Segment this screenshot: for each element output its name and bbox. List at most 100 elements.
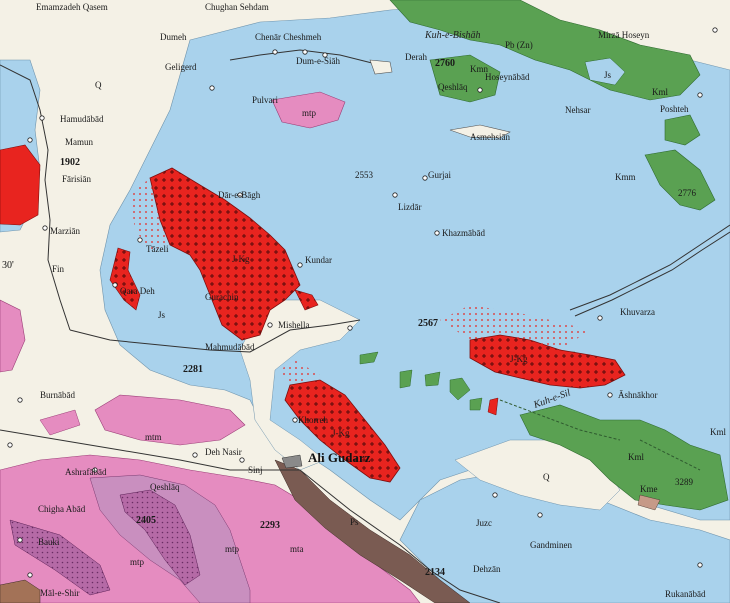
granite-body-khorreh [284,379,401,483]
place-label: 3289 [675,477,694,487]
js-inlier [584,57,626,86]
granite-small-west [294,289,319,311]
green-unit-kml-southeast [519,404,729,511]
place-label: Chigha Abād [38,504,86,514]
place-label: Fin [52,264,65,274]
place-label: Ashrafābād [65,467,107,477]
place-label: Khazmābād [442,228,485,238]
place-label: Qeshlāq [438,82,468,92]
place-label: mtp [302,108,317,118]
place-label: Tāzeli [146,244,169,254]
place-label: Kuh-e-Bishāh [424,30,481,41]
place-label: mtp [225,544,240,554]
place-label: Kmn [470,64,489,74]
place-label: Emamzadeh Qasem [36,2,108,12]
granite-dyke-west [109,247,141,311]
place-label: Pulvari [252,95,278,105]
purple-strip-west [9,519,111,596]
place-label: J-Kg [232,254,250,264]
brown-unit-ps [274,459,471,603]
place-label: J-Kg [332,428,350,438]
place-label: Mishella [278,320,310,330]
granite-far-west [0,144,41,226]
purple-dotted-lens [119,489,201,586]
place-label: Geligerd [165,62,197,72]
place-label: Sinj [248,465,263,475]
place-label: Khuvarza [620,307,655,317]
place-label: Nehsar [565,105,591,115]
place-label: Kundar [305,255,332,265]
place-label: Ali Gudarz [308,450,371,465]
place-label: Chughan Sehdam [205,2,269,12]
place-label: Gurjai [428,170,451,180]
place-label: Deh Nasir [205,447,242,457]
place-label: Dumeh [160,32,187,42]
place-label: Kml [710,427,727,437]
place-label: 2134 [425,567,445,578]
place-label: Hamudābād [60,114,104,124]
place-label: Asmehsiān [470,132,510,142]
granite-sliver [487,397,499,416]
green-lens-3 [424,371,441,387]
place-label: mta [290,544,304,554]
pink-lens-west [39,409,81,436]
place-label: Bauki [38,537,60,547]
place-label: Marziān [50,226,80,236]
place-label: Juzc [476,518,492,528]
aureole-khorreh [280,360,320,385]
green-lens-2 [399,369,413,389]
green-unit-east2 [664,114,701,146]
place-label: Poshteh [660,104,689,114]
place-label: 2567 [418,318,438,329]
place-label: 2553 [355,170,374,180]
dam-strip [449,124,511,139]
dam-strip-derah [369,59,393,75]
place-label: Mamun [65,137,93,147]
place-label: 1902 [60,157,80,168]
place-label: Dum-e-Siāh [296,56,340,66]
place-label: Kml [652,87,669,97]
place-label: 2776 [678,188,697,198]
place-label: Kml [628,452,645,462]
place-label: Ps [350,517,359,527]
green-lens-1 [359,351,379,365]
place-label: Dār-e-Bāgh [218,190,261,200]
place-label: Js [604,70,612,80]
place-label: Qara Deh [120,286,155,296]
lake-ali-gudarz [281,454,303,469]
place-label: 2293 [260,520,280,531]
aureole-east [440,305,590,350]
place-label: Kme [640,484,658,494]
place-label: J-Kg [510,354,528,364]
place-label: Q [95,80,102,90]
green-unit-east [644,149,716,211]
place-label: 2281 [183,364,203,375]
place-label: Mahmudābād [205,342,255,352]
place-label: 2760 [435,58,455,69]
place-label: Lizdār [398,202,421,212]
place-label: Js [158,310,166,320]
green-lens-4 [449,377,471,401]
place-label: Āshnākhor [618,390,658,400]
place-label: Rukanābād [665,589,706,599]
place-label: Hoseynābād [485,72,530,82]
place-label: mtp [130,557,145,567]
granite-body-northwest [149,167,301,341]
pink-unit-west [0,299,26,373]
alluvium-south [454,439,621,511]
pink-unit-mtm [94,394,246,446]
place-label: Q [543,472,550,482]
brown-unit-southwest [0,579,41,603]
place-label: 2405 [136,515,156,526]
place-label: Gurachin [205,292,239,302]
place-label: Dehzān [473,564,501,574]
place-label: Pb (Zn) [505,40,533,50]
place-label: Derah [405,52,427,62]
place-label: Fārisiān [62,174,91,184]
place-label: mtm [145,432,162,442]
place-label: Māl-e-Shir [40,588,80,598]
aureole-northwest [130,178,170,250]
place-label: Gandminen [530,540,572,550]
green-lens-5 [469,397,483,411]
